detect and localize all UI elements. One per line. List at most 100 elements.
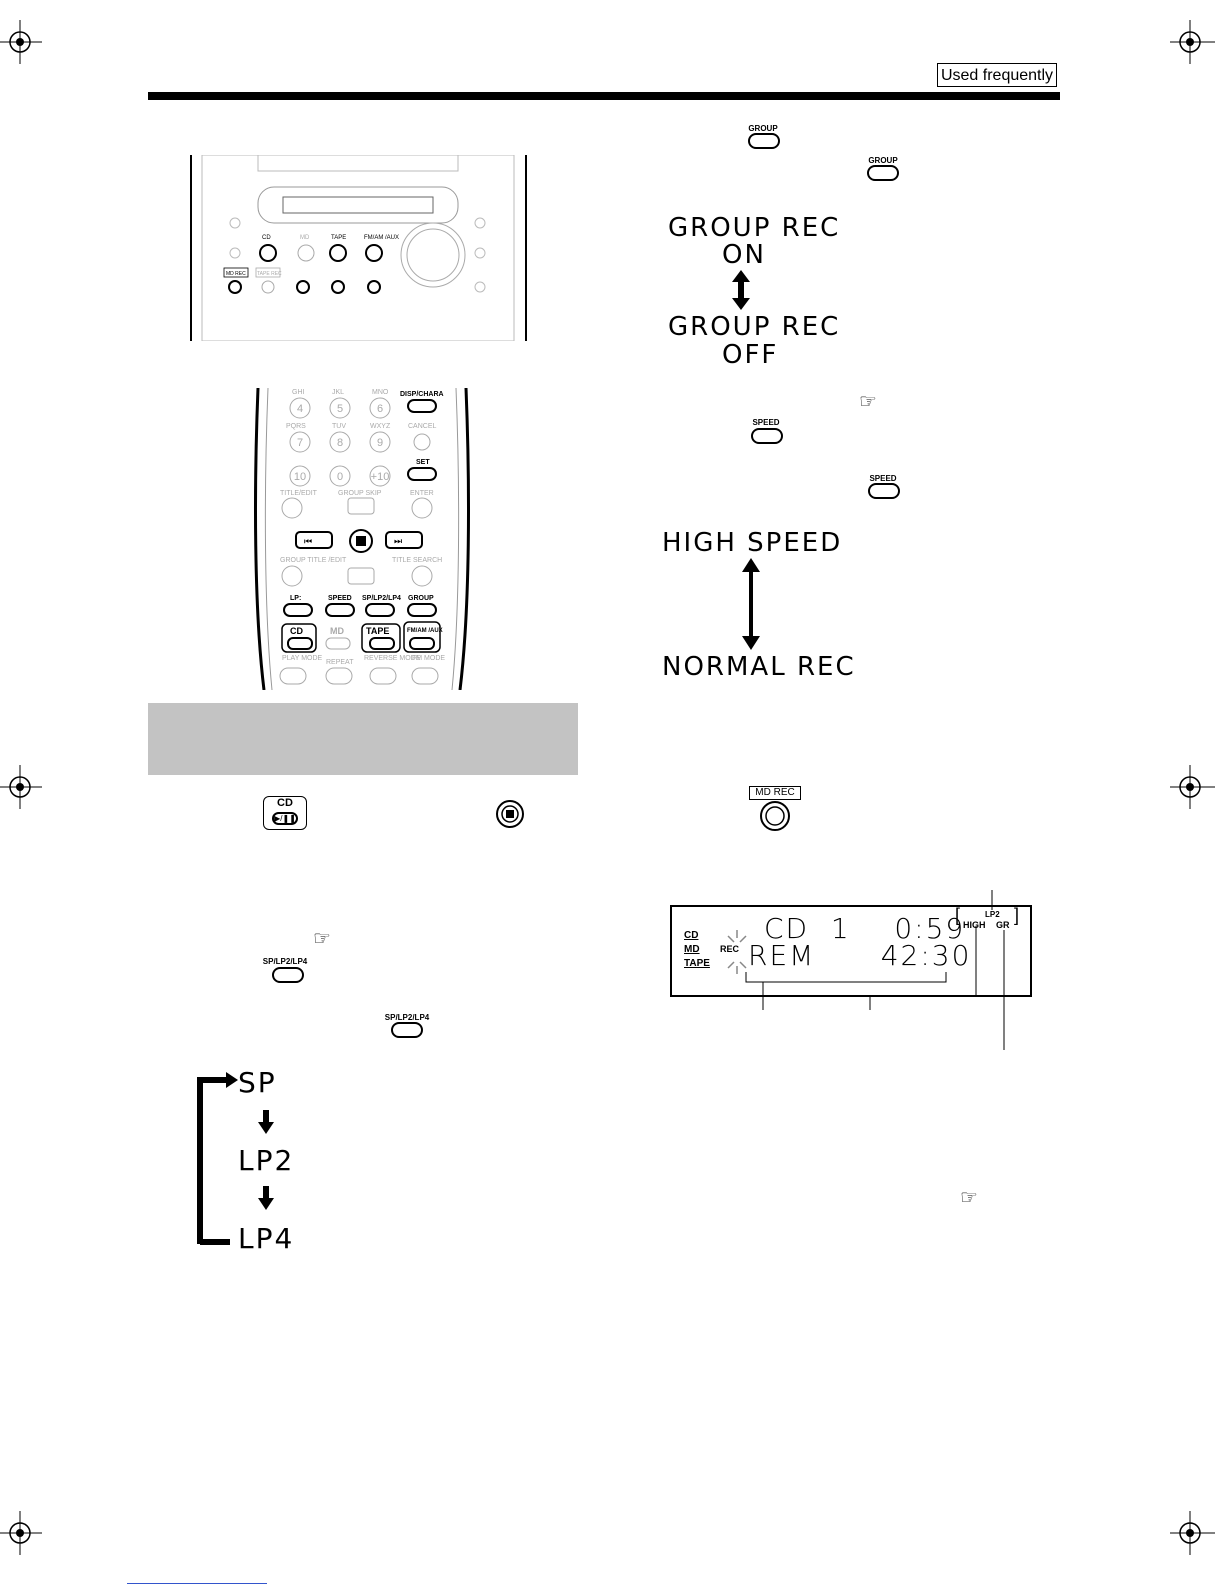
remote-label-lp: LP:: [290, 595, 301, 602]
speed-button-icon: [751, 428, 783, 444]
speed-button-label: SPEED: [752, 418, 780, 427]
remote-num-4: 4: [297, 403, 303, 415]
group-button-icon-2: [867, 165, 899, 181]
remote-label-enter: ENTER: [410, 490, 434, 497]
unit-tape-label: TAPE: [331, 235, 346, 241]
group-rec-on-title: GROUP REC: [668, 213, 841, 243]
remote-source-cd: CD: [290, 626, 303, 636]
lcd-lp2-indicator: LP2: [985, 910, 1000, 919]
remote-num-7: 7: [297, 437, 303, 449]
unit-cd-label: CD: [262, 235, 271, 241]
lcd-high-indicator: HIGH: [963, 920, 986, 930]
remote-num-5: 5: [337, 403, 343, 415]
remote-label-tuv: TUV: [332, 423, 346, 430]
remote-label-mno: MNO: [372, 389, 389, 396]
lcd-line-1: CD 1 0:59: [764, 912, 966, 945]
remote-label-group-skip: GROUP SKIP: [338, 490, 382, 497]
remote-label-group: GROUP: [408, 595, 434, 602]
unit-md-label: MD: [300, 235, 310, 241]
remote-label-sp-lp2-lp4: SP/LP2/LP4: [362, 595, 401, 602]
lcd-callout-lines: [745, 890, 1005, 1050]
up-down-arrow-icon: [742, 558, 760, 650]
remote-source-fmam: FM/AM /AUX: [407, 628, 443, 634]
remote-num-plus10: +10: [371, 471, 390, 483]
unit-fmam-label: FM/AM /AUX: [364, 235, 399, 241]
down-arrow-icon: [258, 1186, 274, 1210]
footer-link-underline: [127, 1583, 267, 1584]
stop-button-icon: [496, 800, 524, 828]
mode-sp: SP: [238, 1066, 277, 1099]
group-rec-off-title: GROUP REC: [668, 312, 841, 342]
lcd-source-cd: CD: [684, 930, 699, 941]
registration-mark-icon: [1170, 20, 1215, 64]
remote-label-group-title: GROUP TITLE /EDIT: [280, 557, 347, 564]
group-rec-off-state: OFF: [722, 340, 779, 370]
cd-button-label: CD: [277, 797, 293, 809]
remote-label-disp-chara: DISP/CHARA: [400, 391, 444, 398]
remote-source-md: MD: [330, 626, 344, 636]
mode-lp2: LP2: [238, 1144, 295, 1177]
remote-label-ghi: GHI: [292, 389, 305, 396]
registration-mark-icon: [0, 20, 42, 64]
sp-button-label-2: SP/LP2/LP4: [384, 1013, 430, 1022]
sp-button-label: SP/LP2/LP4: [262, 957, 308, 966]
header-rule: [148, 92, 1060, 100]
registration-mark-icon: [1170, 765, 1215, 809]
svg-text:⏮: ⏮: [304, 536, 312, 546]
remote-label-pqrs: PQRS: [286, 423, 306, 430]
registration-mark-icon: [1170, 1511, 1215, 1555]
sp-lp2-lp4-button-icon-2: [391, 1022, 423, 1038]
down-arrow-icon: [258, 1110, 274, 1134]
lcd-source-md: MD: [684, 944, 700, 955]
lcd-line-2: REM 42:30: [748, 939, 972, 972]
cd-button-icon: CD ▶/❚❚: [263, 796, 307, 830]
remote-label-speed: SPEED: [328, 595, 352, 602]
lcd-rec-indicator: REC: [720, 944, 740, 954]
pointing-hand-icon: ☞: [859, 391, 877, 413]
unit-md-rec-label: MD REC: [226, 271, 246, 277]
lcd-source-tape: TAPE: [684, 958, 710, 969]
pointing-hand-icon: ☞: [313, 928, 331, 950]
remote-label-set: SET: [416, 459, 430, 466]
lcd-display: [670, 905, 1032, 997]
lcd-gr-indicator: GR: [996, 920, 1010, 930]
sp-lp2-lp4-button-icon: [272, 967, 304, 983]
remote-label-cancel: CANCEL: [408, 423, 437, 430]
pointing-hand-icon: ☞: [960, 1187, 978, 1209]
remote-label-fm-mode: FM MODE: [412, 655, 445, 662]
section-heading-box: [148, 703, 578, 775]
normal-rec-state: NORMAL REC: [662, 652, 856, 682]
remote-label-title-edit: TITLE/EDIT: [280, 490, 318, 497]
svg-text:⏭: ⏭: [394, 536, 402, 546]
speed-button-icon-2: [868, 483, 900, 499]
group-button-label-2: GROUP: [868, 156, 898, 165]
group-rec-on-state: ON: [722, 240, 766, 270]
registration-mark-icon: [0, 765, 42, 809]
speed-button-label-2: SPEED: [869, 474, 897, 483]
remote-source-tape: TAPE: [366, 626, 389, 636]
md-rec-button-icon: [760, 801, 790, 831]
remote-num-6: 6: [377, 403, 383, 415]
group-button-label: GROUP: [748, 124, 778, 133]
group-button-icon: [748, 133, 780, 149]
remote-label-repeat: REPEAT: [326, 659, 354, 666]
lcd-bracket-right: ]: [1014, 905, 1020, 925]
remote-label-reverse-mode: REVERSE MODE: [364, 655, 421, 662]
high-speed-state: HIGH SPEED: [662, 528, 843, 558]
mode-cycle-arrow-icon: [197, 1072, 238, 1245]
remote-label-wxyz: WXYZ: [370, 423, 391, 430]
md-rec-label: MD REC: [749, 786, 801, 800]
remote-num-8: 8: [337, 437, 343, 449]
remote-label-play-mode: PLAY MODE: [282, 655, 323, 662]
up-down-arrow-icon: [732, 270, 750, 310]
rec-flash-icon: [727, 930, 747, 974]
remote-label-jkl: JKL: [332, 389, 344, 396]
mode-lp4: LP4: [238, 1222, 295, 1255]
unit-panel-illustration: CD MD TAPE FM/AM /AUX MD REC TAPE REC: [188, 154, 530, 342]
remote-label-title-search: TITLE SEARCH: [392, 557, 442, 564]
used-frequently-tag: Used frequently: [937, 63, 1057, 87]
remote-num-10: 10: [294, 471, 306, 483]
registration-mark-icon: [0, 1511, 42, 1555]
remote-illustration: GHI JKL MNO PQRS TUV WXYZ CANCEL TITLE/E…: [252, 387, 472, 691]
unit-tape-rec-label: TAPE REC: [257, 271, 282, 277]
